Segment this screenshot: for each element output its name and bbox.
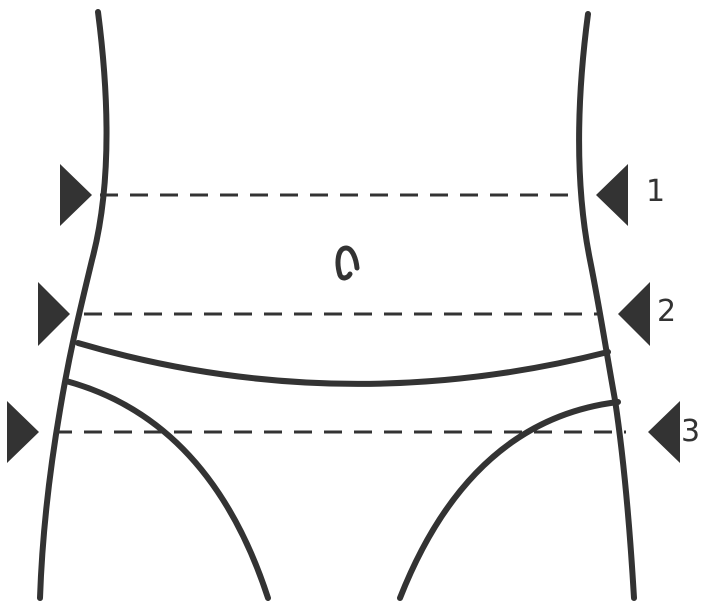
- arrow-right-1: [596, 164, 628, 226]
- leg-line-left: [66, 381, 268, 598]
- arrow-left-1: [60, 164, 92, 226]
- arrow-right-3: [648, 401, 680, 463]
- measurement-label-1: 1: [646, 177, 665, 207]
- waistband-curve: [78, 343, 608, 384]
- arrow-left-3: [7, 401, 39, 463]
- torso-right-outline: [579, 14, 634, 598]
- navel-icon: [338, 248, 357, 278]
- arrow-left-2: [38, 282, 70, 346]
- measurement-label-3: 3: [681, 417, 700, 447]
- measurement-label-2: 2: [657, 297, 676, 327]
- arrow-right-2: [618, 282, 650, 346]
